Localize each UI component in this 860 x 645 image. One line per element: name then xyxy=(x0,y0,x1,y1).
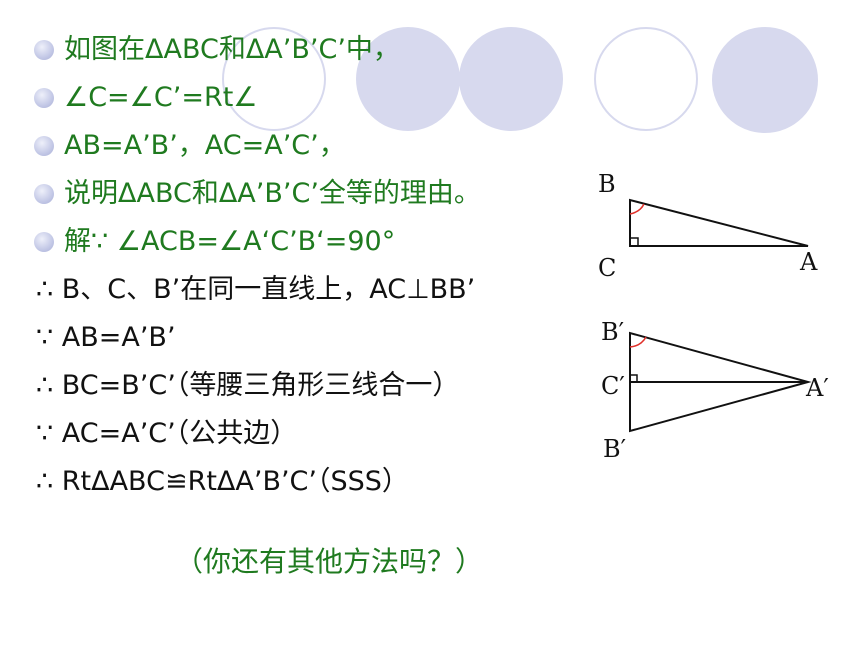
line-text: ∵ AC=A’C’（公共边） xyxy=(36,418,298,449)
label-a: A xyxy=(800,248,818,276)
line-text: ∴ B、C、B’在同一直线上，AC⊥BB’ xyxy=(36,274,476,305)
line-text: ∴ BC=B’C’（等腰三角形三线合一） xyxy=(36,370,460,401)
label-c-prime: C′ xyxy=(601,372,625,400)
bullet-icon xyxy=(34,184,54,204)
right-angle-mark-c xyxy=(630,237,639,246)
bullet-icon xyxy=(34,40,54,60)
bullet-icon xyxy=(34,88,54,108)
decor-circle-4 xyxy=(594,27,698,131)
bullet-icon xyxy=(34,136,54,156)
decor-circle-5 xyxy=(712,27,818,133)
decor-circle-1 xyxy=(222,27,326,131)
label-b-prime-top: B′ xyxy=(601,318,625,346)
angle-mark-b xyxy=(629,203,645,215)
line-text: 解∵ ∠ACB=∠A‘C’B‘=90° xyxy=(64,226,396,257)
triangle-abc xyxy=(629,198,809,247)
line-text: ∵ AB=A’B’ xyxy=(36,322,176,353)
label-b: B xyxy=(598,170,616,198)
decor-circle-3 xyxy=(459,27,563,131)
decor-circle-2 xyxy=(356,27,460,131)
label-b-prime-bottom: B′ xyxy=(603,435,627,463)
line-text: 如图在ΔABC和ΔA’B’C’中， xyxy=(64,34,400,65)
line-text: 说明ΔABC和ΔA’B’C’全等的理由。 xyxy=(64,178,481,209)
bullet-icon xyxy=(34,232,54,252)
label-a-prime: A′ xyxy=(806,374,829,402)
closing-question: （你还有其他方法吗？） xyxy=(175,545,484,578)
label-c: C xyxy=(598,254,617,282)
line-text: AB=A’B’，AC=A’C’， xyxy=(64,130,346,161)
right-angle-mark-c-prime xyxy=(629,374,638,383)
line-text: ∴ RtΔABC≌RtΔA’B’C’（SSS） xyxy=(36,466,409,497)
angle-mark-b-prime xyxy=(629,336,647,348)
line-text: ∠C=∠C’=Rt∠ xyxy=(64,82,258,113)
